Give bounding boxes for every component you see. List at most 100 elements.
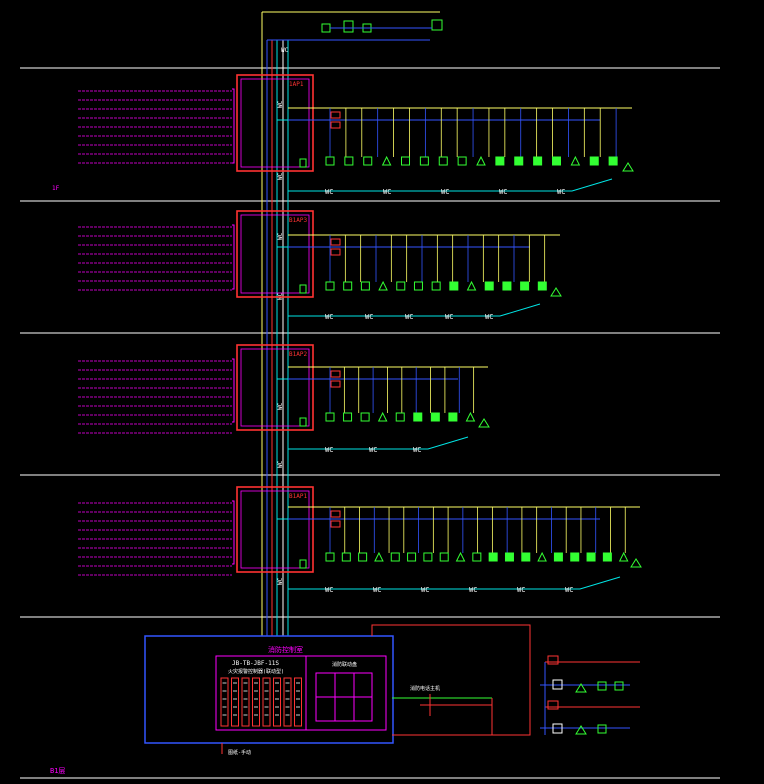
detector-icon [537, 281, 547, 291]
isolator [330, 520, 341, 528]
detector-icon [341, 552, 351, 562]
host-slot [220, 677, 229, 727]
detector-icon [343, 412, 353, 422]
box-terminal [299, 417, 307, 427]
detector-icon [521, 552, 531, 562]
detector-icon [457, 156, 467, 166]
detector-icon [401, 156, 410, 166]
panel-connector-text: 消防电话主机 [410, 685, 440, 692]
detector-icon [484, 281, 494, 291]
module-box-label: B1AP2 [289, 351, 307, 358]
wc-cable-label: WC [441, 188, 449, 196]
wc-cable-label: WC [325, 188, 333, 196]
wc-cable [288, 576, 621, 590]
detector-icon [360, 281, 370, 291]
detector-icon [390, 552, 400, 562]
isolator [330, 370, 341, 378]
linkage-panel-label: 消防联动盘 [332, 661, 357, 668]
wc-cable-label: WC [499, 188, 507, 196]
detector-icon [407, 552, 417, 562]
detector-icon [495, 156, 505, 166]
alarm-device-icon [455, 551, 466, 562]
panel-bottom-note: 图纸-手动 [228, 749, 251, 756]
module-box-inner [240, 490, 310, 569]
module-box [236, 344, 314, 431]
wc-cable-label: WC [565, 586, 573, 594]
riser-wc-label: WC [277, 100, 284, 108]
wc-cable-label: WC [383, 188, 391, 196]
alarm-device-icon [618, 551, 629, 562]
riser-bus: WC WC WC WC WC WC WC WC [261, 11, 440, 636]
module-box-inner [240, 348, 310, 427]
wc-cable-label: WC [445, 313, 453, 321]
detector-icon [439, 552, 449, 562]
detector-icon [419, 156, 429, 166]
isolator [330, 238, 341, 246]
wc-cable-label: WC [365, 313, 373, 321]
basement-label: B1层 [50, 767, 65, 775]
detector-icon [363, 156, 373, 166]
detector-icon [586, 552, 596, 562]
end-device-icon [630, 558, 642, 568]
wc-cable-label: WC [369, 446, 377, 454]
wc-cable-label: WC [517, 586, 525, 594]
floor-label: 1F [52, 185, 60, 192]
isolator [330, 248, 341, 256]
detector-icon [325, 552, 335, 562]
detector-icon [360, 412, 370, 422]
detector-icon [413, 412, 423, 422]
module-box [236, 486, 314, 573]
detector-icon [325, 156, 335, 166]
detector-icon [430, 412, 440, 422]
top-devices [321, 19, 443, 33]
host-slot [241, 677, 250, 727]
detector-icon [533, 156, 543, 166]
module-box-label: 1AP1 [289, 81, 304, 88]
riser-wc-label: WC [277, 460, 284, 468]
detector-icon [520, 281, 530, 291]
detector-icon [325, 412, 335, 422]
detector-icon [343, 281, 353, 291]
detector-icon [448, 412, 458, 422]
wc-cable-label: WC [413, 446, 421, 454]
wc-cable-label: WC [373, 586, 381, 594]
host-controller [215, 655, 307, 731]
host-slot [273, 677, 281, 727]
detector-icon [514, 156, 524, 166]
wc-cable-label: WC [557, 188, 565, 196]
isolator [330, 111, 341, 119]
riser-wc-label: WC [277, 232, 284, 240]
detector-icon [504, 552, 514, 562]
detector-icon [396, 281, 406, 291]
end-device-icon [478, 418, 490, 428]
wc-cable [288, 178, 613, 192]
riser-wc-label: WC [277, 172, 284, 180]
wc-cable-label: WC [405, 313, 413, 321]
detector-icon [344, 156, 354, 166]
riser-wc-label: WC [277, 292, 284, 300]
wc-cable [288, 303, 541, 317]
host-slot [231, 677, 239, 727]
control-room-title: 消防控制室 [268, 645, 303, 654]
isolator [330, 121, 341, 129]
box-terminal [299, 559, 307, 569]
alarm-device-icon [476, 155, 486, 166]
alarm-device-icon [381, 155, 392, 166]
detector-icon [423, 552, 433, 562]
detector-icon [552, 156, 561, 166]
box-terminal [299, 158, 307, 168]
control-room-frame [144, 635, 394, 744]
host-slot [294, 677, 302, 727]
alarm-device-icon [570, 155, 581, 166]
box-terminal [299, 284, 307, 294]
module-box-inner [240, 78, 310, 168]
module-box-label: B1AP3 [289, 217, 307, 224]
detector-icon [488, 552, 498, 562]
cable-spec-bracket [232, 500, 235, 565]
alarm-device-icon [374, 551, 384, 562]
linkage-panel [305, 655, 387, 731]
wc-cable [288, 436, 469, 450]
wc-cable-label: WC [421, 586, 429, 594]
module-box [236, 210, 314, 298]
